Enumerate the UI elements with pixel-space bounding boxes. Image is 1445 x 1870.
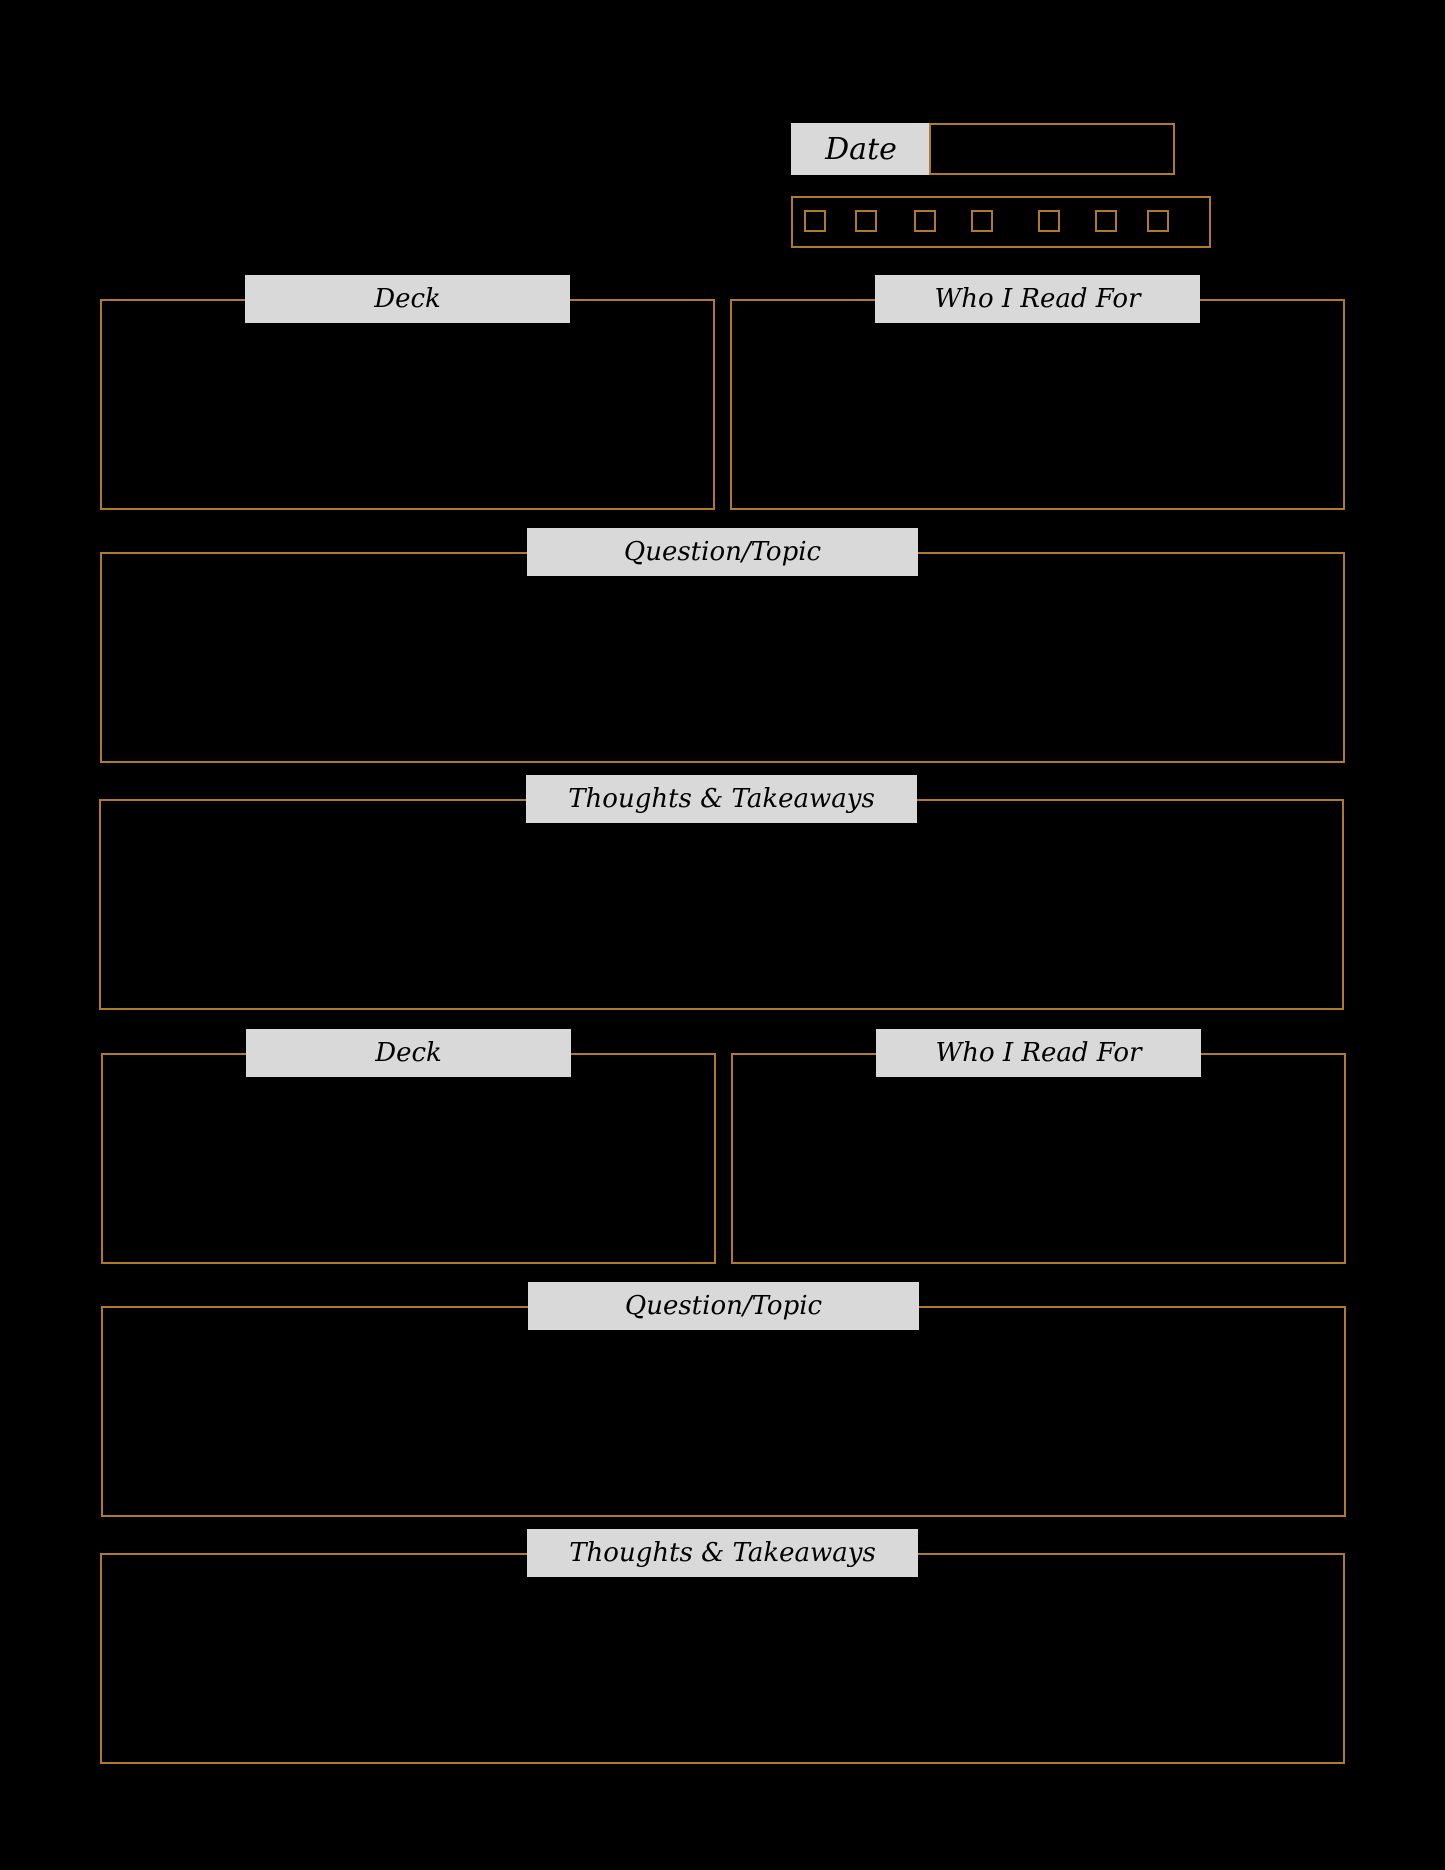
deck-label-2: Deck: [246, 1029, 571, 1077]
checkbox-7[interactable]: [1147, 210, 1169, 232]
checkbox-1[interactable]: [804, 210, 826, 232]
deck-label-1: Deck: [245, 275, 570, 323]
who-i-read-for-label-1: Who I Read For: [875, 275, 1200, 323]
who-i-read-for-field-1[interactable]: [730, 299, 1345, 510]
who-i-read-for-label-2: Who I Read For: [876, 1029, 1201, 1077]
question-topic-field-2[interactable]: [101, 1306, 1346, 1517]
thoughts-takeaways-field-1[interactable]: [99, 799, 1344, 1010]
date-label: Date: [791, 123, 931, 175]
thoughts-takeaways-label-2: Thoughts & Takeaways: [527, 1529, 918, 1577]
checkbox-6[interactable]: [1095, 210, 1117, 232]
checkbox-5[interactable]: [1038, 210, 1060, 232]
checkbox-row: [791, 196, 1211, 248]
checkbox-4[interactable]: [971, 210, 993, 232]
date-field[interactable]: [929, 123, 1175, 175]
checkbox-2[interactable]: [855, 210, 877, 232]
thoughts-takeaways-field-2[interactable]: [100, 1553, 1345, 1764]
who-i-read-for-field-2[interactable]: [731, 1053, 1346, 1264]
deck-field-2[interactable]: [101, 1053, 716, 1264]
checkbox-3[interactable]: [914, 210, 936, 232]
thoughts-takeaways-label-1: Thoughts & Takeaways: [526, 775, 917, 823]
question-topic-label-2: Question/Topic: [528, 1282, 919, 1330]
question-topic-field-1[interactable]: [100, 552, 1345, 763]
question-topic-label-1: Question/Topic: [527, 528, 918, 576]
deck-field-1[interactable]: [100, 299, 715, 510]
